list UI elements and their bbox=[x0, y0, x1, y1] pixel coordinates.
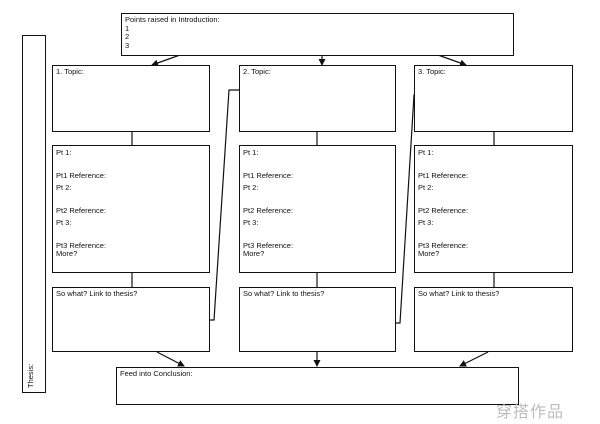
pt1-reference-label: Pt1 Reference: bbox=[418, 170, 469, 180]
pt2-reference-label: Pt2 Reference: bbox=[56, 205, 107, 215]
introduction-point-1: 1 bbox=[125, 23, 130, 33]
thesis-label: Thesis: bbox=[26, 363, 35, 388]
topic-label-1: 1. Topic: bbox=[56, 67, 84, 76]
pt3-reference-label: Pt3 Reference: bbox=[56, 240, 107, 250]
so-what-box-3: So what? Link to thesis? bbox=[414, 287, 573, 352]
topic-box-3: 3. Topic: bbox=[414, 65, 573, 132]
topic-box-2: 2. Topic: bbox=[239, 65, 396, 132]
pt2-reference-label: Pt2 Reference: bbox=[243, 205, 294, 215]
pt1-label: Pt 1: bbox=[418, 148, 434, 157]
thesis-box bbox=[22, 35, 46, 393]
pt2-label: Pt 2: bbox=[243, 183, 259, 192]
so-what-label-1: So what? Link to thesis? bbox=[56, 289, 138, 298]
conclusion-box: Feed into Conclusion: bbox=[116, 367, 519, 405]
pt3-label: Pt 3: bbox=[418, 218, 434, 227]
so-what-label-2: So what? Link to thesis? bbox=[243, 289, 325, 298]
so-what-box-1: So what? Link to thesis? bbox=[52, 287, 210, 352]
introduction-point-2: 2 bbox=[125, 32, 130, 41]
pt1-label: Pt 1: bbox=[56, 148, 72, 157]
more-label: More? bbox=[418, 249, 440, 258]
pt2-label: Pt 2: bbox=[56, 183, 72, 192]
introduction-box: Points raised in Introduction: 1 2 3 bbox=[121, 13, 514, 56]
topic-box-1: 1. Topic: bbox=[52, 65, 210, 132]
topic-label-2: 2. Topic: bbox=[243, 67, 271, 76]
introduction-point-3: 3 bbox=[125, 40, 130, 50]
watermark-text: 穿搭作品 bbox=[496, 402, 565, 421]
points-box-1: Pt 1: Pt1 Reference: Pt 2: Pt2 Reference… bbox=[52, 145, 210, 273]
pt1-reference-label: Pt1 Reference: bbox=[243, 170, 294, 180]
pt3-label: Pt 3: bbox=[243, 218, 259, 227]
pt1-label: Pt 1: bbox=[243, 148, 259, 157]
points-box-3: Pt 1: Pt1 Reference: Pt 2: Pt2 Reference… bbox=[414, 145, 573, 273]
link-line-sowhat1-topic2 bbox=[206, 89, 242, 321]
introduction-heading: Points raised in Introduction: bbox=[125, 15, 220, 24]
arrow-intro-to-topic-3 bbox=[437, 54, 467, 67]
arrow-intro-to-topic-1 bbox=[151, 54, 181, 67]
more-label: More? bbox=[243, 249, 265, 258]
topic-label-3: 3. Topic: bbox=[418, 67, 446, 76]
arrow-sowhat1-to-conclusion bbox=[156, 351, 185, 367]
pt3-reference-label: Pt3 Reference: bbox=[418, 240, 469, 250]
conclusion-heading: Feed into Conclusion: bbox=[120, 369, 193, 378]
so-what-label-3: So what? Link to thesis? bbox=[418, 289, 500, 298]
so-what-box-2: So what? Link to thesis? bbox=[239, 287, 396, 352]
pt2-reference-label: Pt2 Reference: bbox=[418, 205, 469, 215]
pt3-reference-label: Pt3 Reference: bbox=[243, 240, 294, 250]
pt3-label: Pt 3: bbox=[56, 218, 72, 227]
pt1-reference-label: Pt1 Reference: bbox=[56, 170, 107, 180]
points-box-2: Pt 1: Pt1 Reference: Pt 2: Pt2 Reference… bbox=[239, 145, 396, 273]
more-label: More? bbox=[56, 249, 78, 258]
pt2-label: Pt 2: bbox=[418, 183, 434, 192]
arrow-sowhat3-to-conclusion bbox=[459, 351, 489, 367]
